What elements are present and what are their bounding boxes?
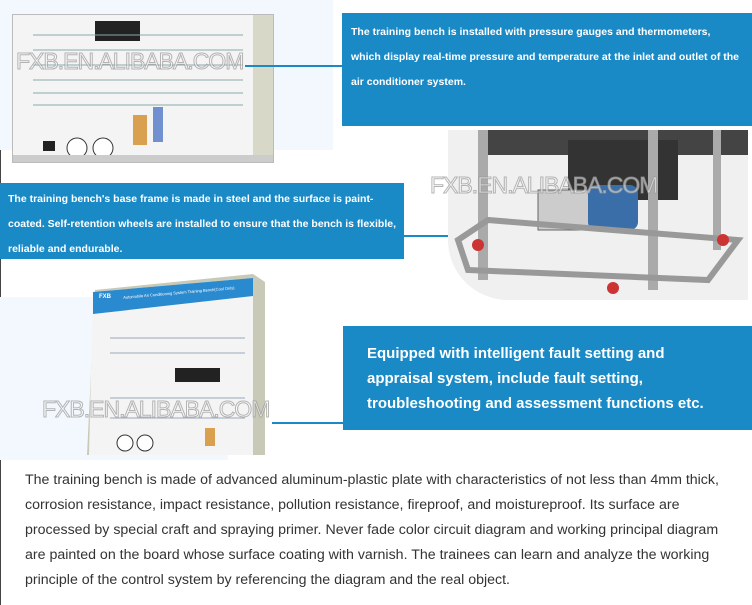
callout-connector [404, 235, 448, 237]
callout-fault-setting: Equipped with intelligent fault setting … [343, 326, 752, 430]
callout-gauges: The training bench is installed with pre… [342, 13, 752, 126]
brand-logo: FXB [99, 294, 111, 300]
callout-connector [245, 65, 342, 67]
frame-wheels-image [454, 130, 748, 294]
callout-base-frame: The training bench's base frame is made … [0, 183, 404, 259]
watermark: FXB.EN.ALIBABA.COM [15, 48, 244, 75]
training-panel-photo-top [12, 14, 274, 163]
watermark: FXB.EN.ALIBABA.COM [41, 396, 270, 423]
watermark: FXB.EN.ALIBABA.COM [429, 172, 658, 199]
circuit-diagram-image [13, 15, 273, 162]
training-panel-photo-bottom: FXB Automobile Air Conditioning System T… [85, 268, 265, 455]
base-frame-photo [448, 130, 748, 300]
callout-connector [272, 422, 343, 424]
product-description: The training bench is made of advanced a… [25, 472, 719, 588]
panel-image [87, 274, 265, 455]
